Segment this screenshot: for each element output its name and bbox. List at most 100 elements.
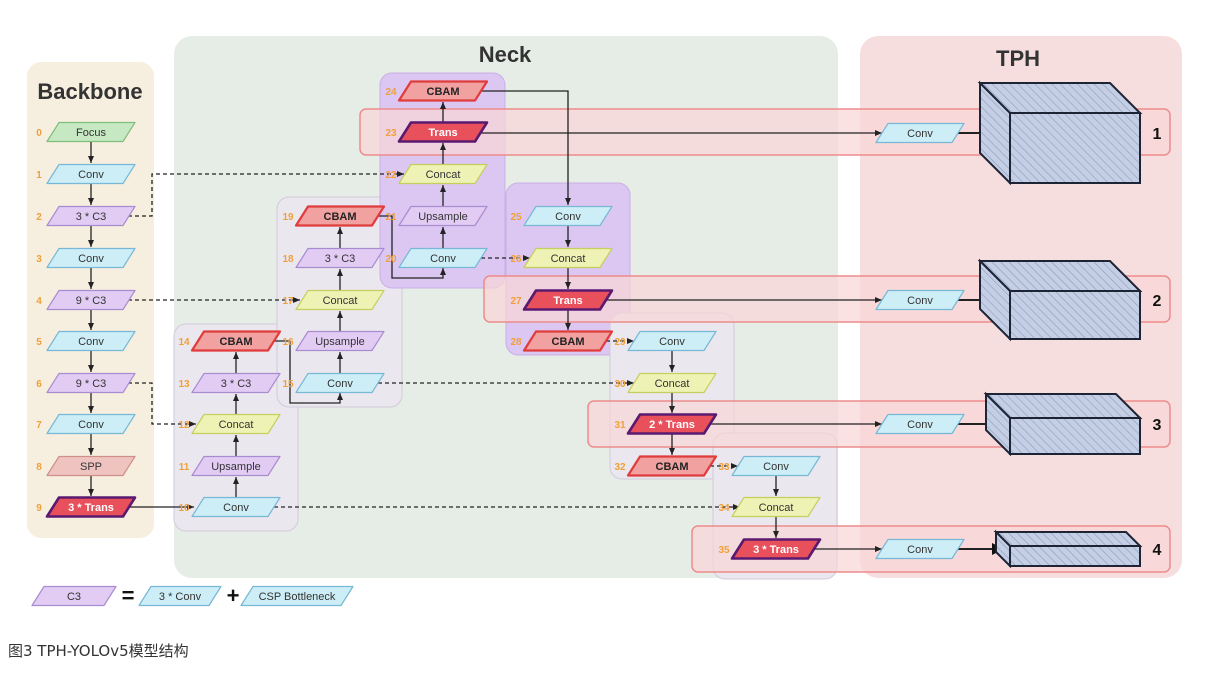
module-index: 28 bbox=[510, 337, 522, 348]
module-index: 4 bbox=[36, 296, 42, 307]
module-label: Focus bbox=[76, 127, 106, 139]
module-index: 22 bbox=[385, 170, 397, 181]
head-label-2: 2 bbox=[1153, 293, 1162, 310]
module-h4: Conv bbox=[875, 538, 965, 560]
module-index: 13 bbox=[178, 379, 190, 390]
module-label: Conv bbox=[555, 211, 581, 223]
module-label: 9 * C3 bbox=[76, 295, 107, 307]
module-22: Concat 22 bbox=[385, 163, 488, 185]
module-8: SPP 8 bbox=[36, 455, 136, 477]
module-index: 23 bbox=[385, 128, 397, 139]
module-index: 19 bbox=[282, 212, 294, 223]
module-label: Trans bbox=[428, 127, 457, 139]
module-27: Trans 27 bbox=[510, 289, 614, 311]
module-index: 14 bbox=[178, 337, 190, 348]
module-index: 31 bbox=[614, 420, 626, 431]
module-label: 3 * C3 bbox=[221, 378, 252, 390]
module-5: Conv 5 bbox=[36, 330, 136, 352]
module-label: 9 * C3 bbox=[76, 378, 107, 390]
module-35: 3 * Trans 35 bbox=[718, 538, 822, 560]
module-label: 3 * Trans bbox=[753, 544, 799, 556]
module-15: Conv 15 bbox=[282, 372, 385, 394]
module-2: 3 * C32 bbox=[36, 205, 136, 227]
module-h3: Conv bbox=[875, 413, 965, 435]
detection-head-2 bbox=[977, 258, 1143, 342]
module-index: 33 bbox=[718, 462, 730, 473]
module-label: CBAM bbox=[220, 336, 253, 348]
module-label: Trans bbox=[553, 295, 582, 307]
legend-equals: = bbox=[122, 583, 135, 608]
module-label: Conv bbox=[78, 253, 104, 265]
module-index: 24 bbox=[385, 87, 397, 98]
module-31: 2 * Trans 31 bbox=[614, 413, 718, 435]
module-index: 12 bbox=[178, 420, 190, 431]
module-33: Conv 33 bbox=[718, 455, 821, 477]
module-label: Conv bbox=[78, 336, 104, 348]
module-label: Conv bbox=[223, 502, 249, 514]
module-label: Concat bbox=[219, 419, 254, 431]
module-label: Concat bbox=[759, 502, 794, 514]
module-label: Conv bbox=[327, 378, 353, 390]
module-13: 3 * C3 13 bbox=[178, 372, 281, 394]
module-index: 0 bbox=[36, 128, 42, 139]
connections bbox=[88, 90, 1004, 555]
module-label: Conv bbox=[907, 419, 933, 431]
module-index: 34 bbox=[718, 503, 730, 514]
module-label: Conv bbox=[659, 336, 685, 348]
legend: C3=3 * Conv+CSP Bottleneck bbox=[31, 583, 354, 608]
module-index: 5 bbox=[36, 337, 42, 348]
module-index: 11 bbox=[179, 462, 190, 473]
head-label-1: 1 bbox=[1153, 126, 1162, 143]
module-index: 21 bbox=[385, 212, 397, 223]
module-index: 1 bbox=[36, 170, 42, 181]
output-band-1 bbox=[359, 108, 1171, 156]
module-12: Concat 12 bbox=[178, 413, 281, 435]
module-label: Conv bbox=[430, 253, 456, 265]
module-6: 9 * C36 bbox=[36, 372, 136, 394]
module-3: Conv 3 bbox=[36, 247, 136, 269]
module-index: 18 bbox=[282, 254, 294, 265]
module-label: SPP bbox=[80, 461, 102, 473]
svg-text:CSP Bottleneck: CSP Bottleneck bbox=[259, 591, 336, 603]
module-index: 29 bbox=[614, 337, 626, 348]
module-h1: Conv bbox=[875, 122, 965, 144]
detection-head-1 bbox=[977, 80, 1143, 186]
head-label-3: 3 bbox=[1153, 417, 1162, 434]
module-label: Conv bbox=[907, 544, 933, 556]
module-label: 2 * Trans bbox=[649, 419, 695, 431]
module-label: 3 * C3 bbox=[76, 211, 107, 223]
legend-c3: C3 bbox=[31, 585, 117, 607]
module-11: Upsample 11 bbox=[179, 455, 281, 477]
module-label: CBAM bbox=[656, 461, 689, 473]
svg-text:C3: C3 bbox=[67, 591, 81, 603]
module-index: 7 bbox=[36, 420, 42, 431]
module-label: Conv bbox=[763, 461, 789, 473]
module-0: Focus 0 bbox=[36, 121, 136, 143]
neck-title: Neck bbox=[479, 42, 532, 67]
module-label: Upsample bbox=[211, 461, 261, 473]
module-index: 8 bbox=[36, 462, 42, 473]
module-index: 25 bbox=[510, 212, 522, 223]
detection-head-4 bbox=[993, 529, 1143, 569]
module-index: 3 bbox=[36, 254, 42, 265]
module-14: CBAM 14 bbox=[178, 330, 282, 352]
tph-title: TPH bbox=[996, 46, 1040, 71]
module-label: Concat bbox=[426, 169, 461, 181]
module-label: Concat bbox=[551, 253, 586, 265]
legend-conv: 3 * Conv bbox=[138, 585, 222, 607]
module-index: 15 bbox=[282, 379, 294, 390]
module-index: 27 bbox=[510, 296, 522, 307]
module-index: 35 bbox=[718, 545, 730, 556]
module-label: 3 * Trans bbox=[68, 502, 114, 514]
